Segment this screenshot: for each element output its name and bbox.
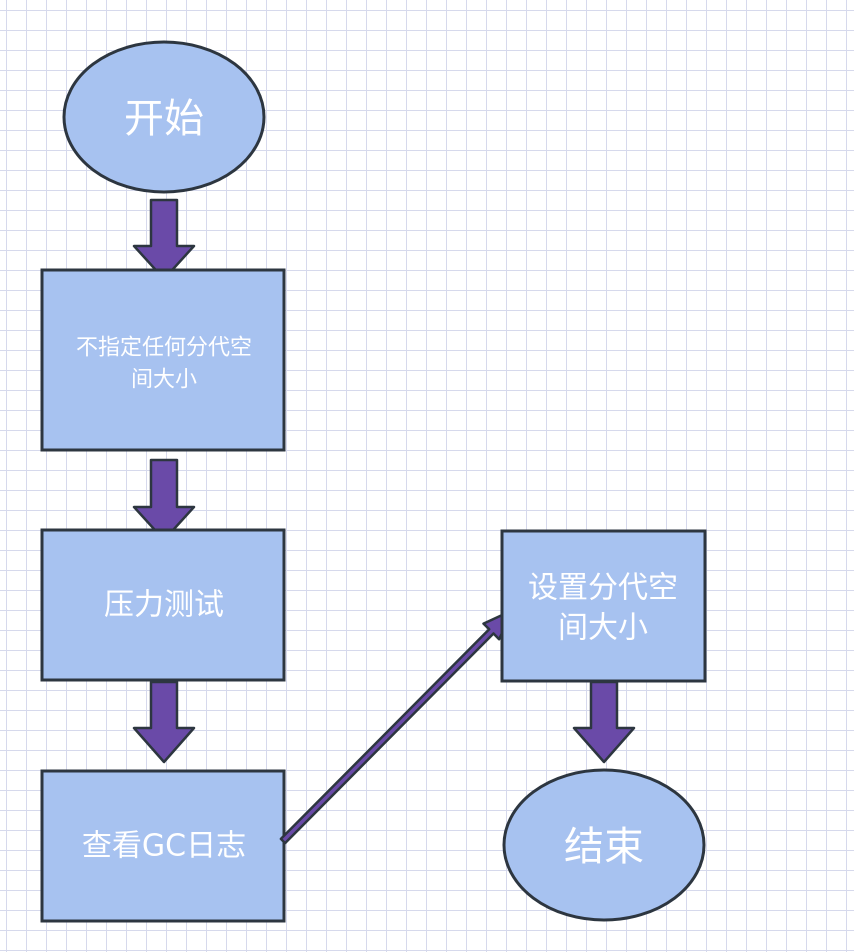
gc-log-rect [40,769,286,923]
no-gen-size-label-line2: 间大小 [131,368,197,393]
set-gen-size-rect [500,529,707,683]
arrow-gc-log-to-set-gen-size [279,608,515,845]
end-label: 结束 [564,824,644,870]
no-gen-size-rect [40,268,286,452]
arrow-stress-test-to-gc-log [132,680,196,764]
set-gen-size-label-line2: 间大小 [558,611,648,646]
arrow-no-gen-size-to-stress-test [132,458,196,542]
end-node[interactable]: 结束 [502,768,706,922]
gc-log-label: 查看GC日志 [82,829,246,864]
no-gen-size-label-line1: 不指定任何分代空 [76,336,252,361]
set-gen-size-label-line1: 设置分代空 [528,571,678,606]
start-node[interactable]: 开始 [62,40,266,194]
start-label: 开始 [124,96,204,142]
stress-test-node[interactable]: 压力测试 [40,528,286,682]
end-ellipse [502,768,706,922]
stress-test-label: 压力测试 [104,588,224,623]
arrow-start-to-no-gen-size [132,198,196,281]
gc-log-node[interactable]: 查看GC日志 [40,769,286,923]
set-gen-size-node[interactable]: 设置分代空 间大小 [500,529,707,683]
stress-test-rect [40,528,286,682]
no-gen-size-node[interactable]: 不指定任何分代空 间大小 [40,268,286,452]
start-ellipse [62,40,266,194]
arrow-set-gen-size-to-end [572,680,636,764]
